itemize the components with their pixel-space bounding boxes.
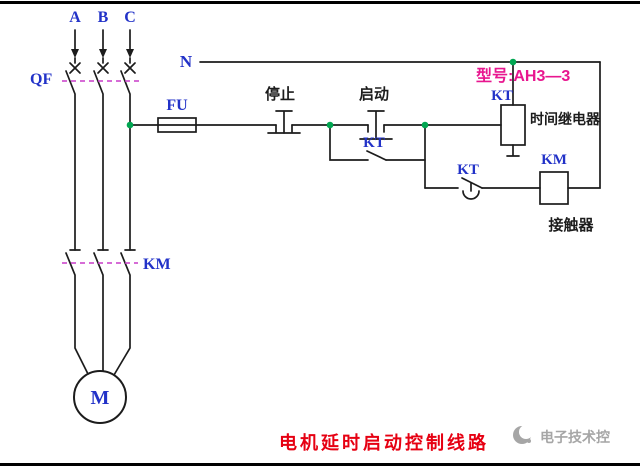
kt-timed-contact-symbol [461, 177, 483, 200]
km-coil-label: KM [541, 152, 567, 168]
kt-hold-contact-label: KT [363, 135, 385, 151]
qf-cross-a-icon [69, 62, 81, 74]
phase-c-arrowhead-icon [126, 49, 134, 58]
watermark-logo-dot [527, 439, 531, 443]
stop-button-symbol [267, 110, 301, 134]
circuit-wires [65, 29, 601, 376]
start-button-symbol [359, 110, 393, 140]
qf-cross-b-icon [97, 62, 109, 74]
phase-c-km-blade-and-wire [113, 252, 131, 376]
mechanical-linkage-lines [62, 80, 142, 264]
start-button-label: 启动 [359, 85, 389, 103]
km-return-wire [567, 61, 601, 189]
kt-timed-contact-blade [461, 177, 483, 189]
km-coil-symbol [539, 171, 569, 205]
watermark: 电子技术控 [513, 425, 610, 445]
fuse-label: FU [166, 97, 188, 114]
phase-b-breaker-blade-and-wire [93, 70, 104, 251]
kt-delay-arc-icon [462, 190, 480, 200]
black-captions: 停止 启动 时间继电器 接触器 [265, 85, 601, 234]
junction-dots [126, 58, 517, 129]
km-main-contacts-label: KM [143, 256, 171, 273]
motor-label: M [91, 387, 110, 409]
stop-button-label: 停止 [265, 85, 295, 103]
breaker-label: QF [30, 71, 52, 88]
junction-dot-neutral [509, 58, 517, 66]
page-title: 电机延时启动控制线路 [279, 432, 489, 453]
model-number-label: 型号:AH3—3 [476, 67, 570, 85]
phase-a-km-blade-and-wire [65, 252, 89, 375]
neutral-label: N [180, 52, 193, 71]
component-outlines [73, 104, 569, 424]
phase-c-breaker-blade-and-wire [120, 70, 131, 251]
junction-dot-after-start [421, 121, 429, 129]
contactor-caption: 接触器 [548, 216, 594, 234]
phase-c-label: C [124, 9, 136, 26]
kt-hold-contact-blade [366, 150, 387, 161]
blue-labels: A B C QF FU N KT KT KT KM KM M [30, 9, 567, 409]
start-plunger [367, 110, 385, 140]
kt-coil-label: KT [491, 88, 513, 104]
start-contact-ticks [367, 124, 385, 133]
kt-timed-contact-label: KT [457, 162, 479, 178]
junction-dot-after-stop [326, 121, 334, 129]
watermark-logo-icon [513, 425, 533, 444]
phase-b-km-blade-and-wire [93, 252, 104, 372]
phase-a-label: A [69, 9, 81, 26]
motor-symbol [73, 370, 127, 424]
qf-contact-cross-icons [69, 62, 136, 74]
hold-branch-left [329, 124, 369, 161]
watermark-label: 电子技术控 [540, 429, 610, 445]
kt-coil-symbol [500, 104, 526, 146]
phase-a-breaker-blade-and-wire [65, 70, 76, 251]
kt-coil-bottom-terminal [506, 144, 520, 157]
stop-contact-ticks [275, 124, 293, 133]
phase-a-arrowhead-icon [71, 49, 79, 58]
stop-plunger [275, 110, 293, 134]
watermark-logo-inner [519, 425, 533, 439]
phase-arrowheads [71, 49, 134, 58]
junction-dot-tap [126, 121, 134, 129]
phase-b-label: B [98, 9, 109, 26]
phase-b-arrowhead-icon [99, 49, 107, 58]
fuse-symbol [157, 117, 197, 133]
time-relay-caption: 时间继电器 [530, 111, 601, 127]
qf-cross-c-icon [124, 62, 136, 74]
